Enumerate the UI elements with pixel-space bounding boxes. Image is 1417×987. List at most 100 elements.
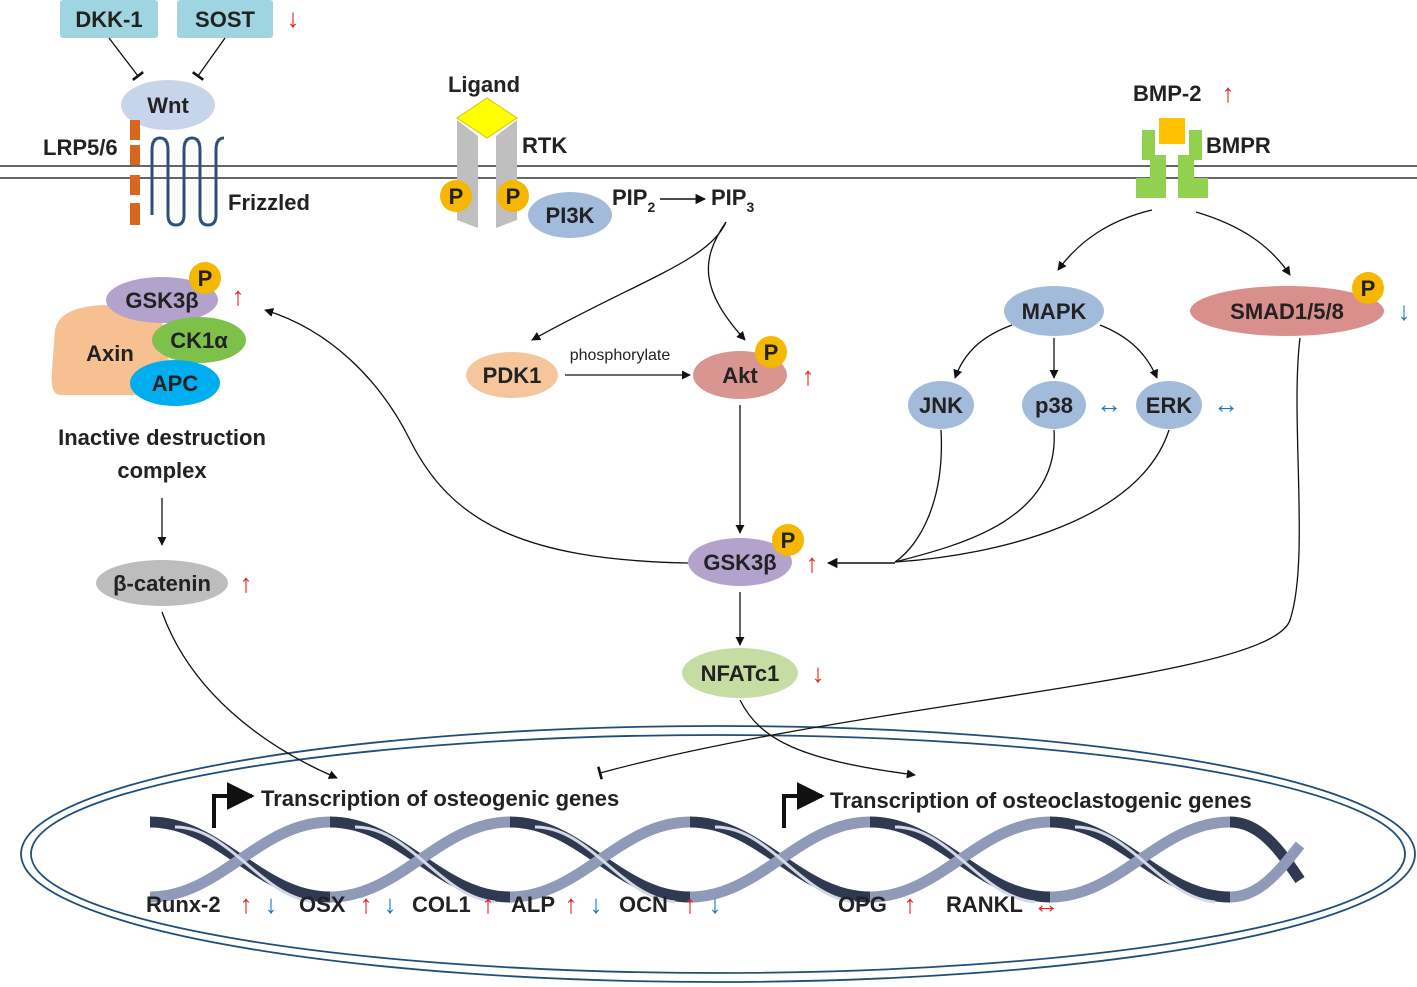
sost-down-arrow: ↓ — [287, 3, 300, 33]
smad-phospho — [1352, 272, 1384, 304]
cell-membrane — [0, 165, 1417, 179]
jnk-to-gsk-line — [894, 429, 943, 563]
dkk1-label: DKK-1 — [75, 7, 142, 32]
dkk1-inhibit-line — [108, 37, 144, 81]
frizzled-receptor — [150, 136, 225, 227]
sost-box — [177, 0, 273, 38]
frizzled-label: Frizzled — [228, 190, 310, 215]
rtk-phospho-right-label: P — [506, 184, 521, 209]
smad-phospho-label: P — [1361, 276, 1376, 301]
runx2-up-arrow: ↑ — [240, 889, 253, 919]
beta-catenin-label: β-catenin — [113, 571, 211, 596]
pip3-to-akt-arrow — [707, 221, 746, 341]
jnk-label: JNK — [919, 393, 963, 418]
gsk-center-node — [688, 538, 792, 586]
pi3k-label: PI3K — [546, 203, 595, 228]
nfat-to-osteoclastogenic-arrow — [739, 699, 916, 779]
nucleus — [20, 725, 1416, 983]
wnt-node — [121, 80, 215, 130]
rtk-phospho-right — [497, 180, 529, 212]
akt-phospho-label: P — [764, 340, 779, 365]
gene-rankl: RANKL — [946, 892, 1023, 917]
gene-runx2: Runx-2 — [146, 892, 221, 917]
erk-both-arrow: ↔ — [1213, 389, 1239, 419]
col1-up-arrow: ↑ — [482, 889, 495, 919]
dkk1-box — [60, 0, 158, 38]
lrp-label: LRP5/6 — [43, 135, 118, 160]
lrp-receptor — [130, 120, 140, 225]
pi3k-node — [528, 192, 612, 238]
smad-down-arrow: ↓ — [1398, 296, 1411, 326]
gsk-complex-label: GSK3β — [125, 288, 198, 313]
apc-label: APC — [152, 371, 199, 396]
nfatc1-node — [682, 648, 798, 698]
osx-down-arrow: ↓ — [384, 889, 397, 919]
akt-up-arrow: ↑ — [802, 361, 815, 391]
bmpr-to-smad-arrow — [1195, 211, 1291, 276]
osteogenic-start-arrow — [212, 782, 255, 828]
gene-alp: ALP — [511, 892, 555, 917]
opg-up-arrow: ↑ — [904, 889, 917, 919]
gene-opg: OPG — [838, 892, 887, 917]
rankl-both-arrow: ↔ — [1033, 889, 1059, 919]
gsk-complex-phospho-label: P — [198, 266, 213, 291]
pdk1-node — [466, 352, 558, 398]
beta-catenin-up-arrow: ↑ — [240, 568, 253, 598]
bmpr-label: BMPR — [1206, 133, 1271, 158]
complex-caption-line1: Inactive destruction — [58, 425, 266, 450]
dna-helix — [150, 822, 1305, 902]
gsk-center-label: GSK3β — [703, 550, 776, 575]
rtk-left-arm — [457, 120, 478, 228]
complex-caption-line2: complex — [117, 458, 207, 483]
gsk-complex-phospho — [189, 262, 221, 294]
jnk-node — [908, 381, 974, 429]
gene-col1: COL1 — [412, 892, 471, 917]
ck1-node — [152, 317, 246, 363]
wnt-label: Wnt — [147, 93, 189, 118]
p38-node — [1022, 381, 1086, 429]
bmpr-to-mapk-arrow — [1057, 209, 1153, 271]
mapk-to-jnk-arrow — [953, 324, 1013, 379]
akt-phospho — [755, 336, 787, 368]
ocn-down-arrow: ↓ — [709, 889, 722, 919]
rtk-phospho-left-label: P — [449, 184, 464, 209]
nfatc1-label: NFATc1 — [701, 661, 780, 686]
erk-to-gsk-line — [894, 429, 1170, 563]
bmp2-up-arrow: ↑ — [1222, 78, 1235, 108]
sost-inhibit-line — [191, 37, 226, 81]
gene-osx: OSX — [299, 892, 346, 917]
osteoclastogenic-title: Transcription of osteoclastogenic genes — [830, 788, 1252, 813]
nfatc1-down-arrow: ↓ — [812, 658, 825, 688]
bmp2-label: BMP-2 — [1133, 81, 1201, 106]
erk-node — [1136, 381, 1202, 429]
smad-label: SMAD1/5/8 — [1230, 299, 1344, 324]
pdk1-label: PDK1 — [483, 363, 542, 388]
gsk-center-phospho-label: P — [781, 528, 796, 553]
smad-node — [1190, 286, 1384, 336]
alp-up-arrow: ↑ — [565, 889, 578, 919]
mapk-to-erk-arrow — [1099, 324, 1158, 379]
p38-both-arrow: ↔ — [1096, 389, 1122, 419]
gene-ocn: OCN — [619, 892, 668, 917]
apc-node — [130, 360, 220, 406]
pip3-label: PIP3 — [711, 185, 754, 215]
beta-catenin-node — [96, 560, 228, 606]
ck1-label: CK1α — [170, 328, 228, 353]
bmp2-ligand — [1159, 118, 1185, 144]
phosphorylate-label: phosphorylate — [570, 347, 671, 364]
ocn-up-arrow: ↑ — [684, 889, 697, 919]
rtk-label: RTK — [522, 133, 567, 158]
ligand-shape — [456, 97, 518, 139]
osx-up-arrow: ↑ — [360, 889, 373, 919]
smad-inhibit-osteogenic-line — [597, 337, 1301, 780]
erk-label: ERK — [1146, 393, 1193, 418]
pip3-to-pdk1-arrow — [531, 221, 727, 341]
axin-label: Axin — [86, 341, 134, 366]
osteoclastogenic-start-arrow — [782, 782, 825, 828]
alp-down-arrow: ↓ — [590, 889, 603, 919]
runx2-down-arrow: ↓ — [265, 889, 278, 919]
mapk-label: MAPK — [1022, 299, 1087, 324]
p38-label: p38 — [1035, 393, 1073, 418]
gsk-complex-up-arrow: ↑ — [232, 281, 245, 311]
